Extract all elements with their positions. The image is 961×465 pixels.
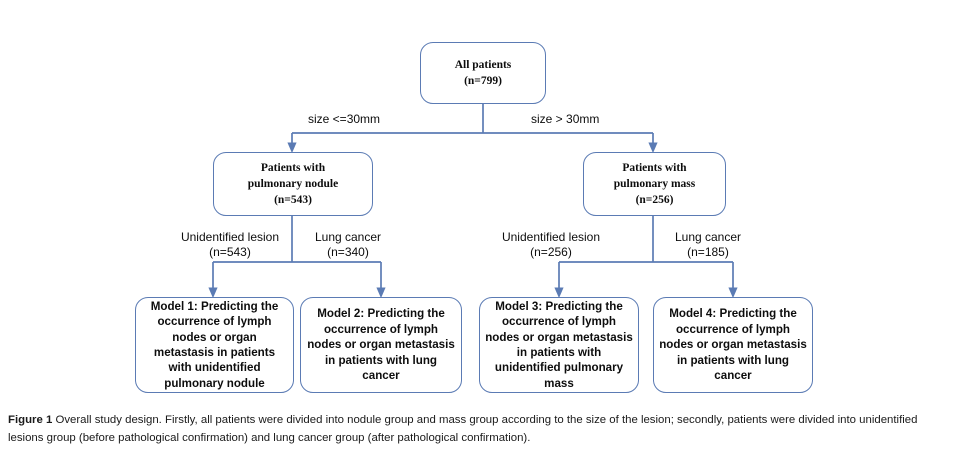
edge-label-lc-right-count: (n=185) (687, 245, 729, 260)
edge-label-lc-left-title: Lung cancer (314, 230, 382, 244)
edge-label-unidentified-lesion-nodule: Unidentified lesion (n=543) (171, 230, 289, 261)
edge-label-lung-cancer-mass: Lung cancer (n=185) (660, 230, 756, 261)
figure-caption-text: Overall study design. Firstly, all patie… (8, 414, 918, 445)
node-nodule-line-1: Patients with (260, 161, 326, 174)
node-model-4: Model 4: Predicting the occurrence of ly… (653, 297, 813, 393)
node-model-2: Model 2: Predicting the occurrence of ly… (300, 297, 462, 393)
node-patients-pulmonary-mass: Patients with pulmonary mass (n=256) (583, 152, 726, 216)
node-model-2-text: Model 2: Predicting the occurrence of ly… (307, 307, 455, 383)
node-model-1-text: Model 1: Predicting the occurrence of ly… (150, 299, 279, 390)
edge-label-lung-cancer-nodule: Lung cancer (n=340) (300, 230, 396, 261)
node-all-patients: All patients (n=799) (420, 42, 546, 104)
node-model-1: Model 1: Predicting the occurrence of ly… (135, 297, 294, 393)
edge-label-unid-left-count: (n=543) (209, 245, 251, 260)
node-nodule-line-2: pulmonary nodule (247, 177, 339, 190)
node-all-patients-count: (n=799) (464, 75, 502, 87)
node-all-patients-title: All patients (454, 58, 512, 71)
edge-label-unid-right-count: (n=256) (530, 245, 572, 260)
node-patients-pulmonary-nodule: Patients with pulmonary nodule (n=543) (213, 152, 373, 216)
node-model-3: Model 3: Predicting the occurrence of ly… (479, 297, 639, 393)
edge-label-lc-left-count: (n=340) (327, 245, 369, 260)
node-mass-line-2: pulmonary mass (613, 177, 696, 190)
edge-label-unid-right-title: Unidentified lesion (501, 230, 601, 244)
node-model-3-text: Model 3: Predicting the occurrence of ly… (485, 299, 633, 390)
node-nodule-count: (n=543) (274, 194, 312, 207)
study-design-flowchart: All patients (n=799) size <=30mm size > … (135, 42, 813, 393)
edge-label-size-gt: size > 30mm (531, 112, 600, 126)
node-model-4-text: Model 4: Predicting the occurrence of ly… (659, 307, 807, 383)
figure-caption-label: Figure 1 (8, 414, 53, 426)
edge-label-size-le: size <=30mm (308, 112, 381, 126)
figure-caption: Figure 1 Overall study design. Firstly, … (8, 411, 953, 448)
node-mass-line-1: Patients with (622, 161, 687, 174)
edge-label-unid-left-title: Unidentified lesion (180, 230, 280, 244)
edge-label-lc-right-title: Lung cancer (674, 230, 742, 244)
node-mass-count: (n=256) (635, 194, 674, 207)
edge-label-unidentified-lesion-mass: Unidentified lesion (n=256) (492, 230, 610, 261)
